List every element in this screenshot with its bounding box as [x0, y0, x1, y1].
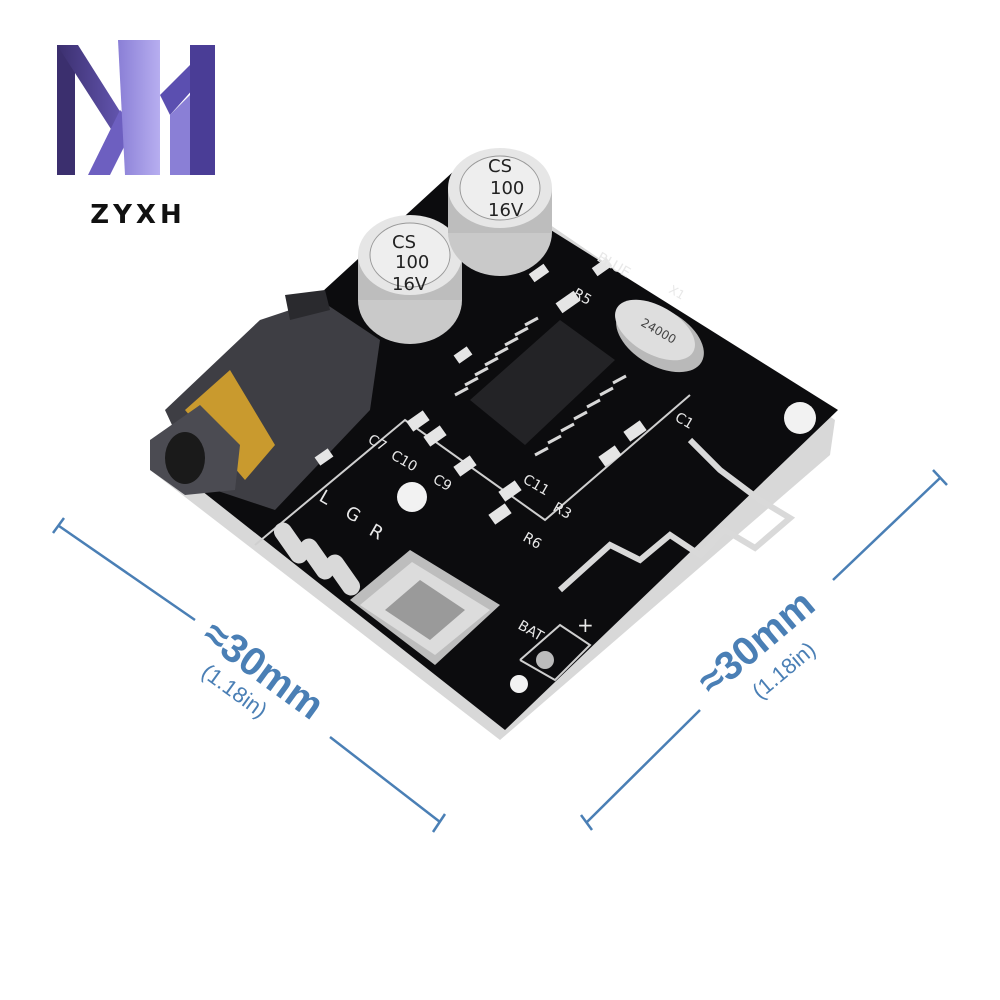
pin-pads: [273, 522, 361, 596]
capacitor: [448, 148, 552, 276]
audio-jack: [150, 290, 380, 510]
capacitor-text: CS: [488, 156, 512, 177]
dimension-line-right: [579, 469, 948, 831]
capacitor: [358, 215, 462, 344]
capacitor-text: 16V: [488, 200, 524, 221]
ic-chip: [454, 316, 627, 457]
dimension-line-left: [51, 517, 447, 833]
mount-hole: [397, 482, 427, 512]
crystal-oscillator: [615, 299, 704, 373]
label-x1: X1: [667, 282, 688, 302]
antenna-trace: [557, 437, 796, 593]
capacitor-text: 16V: [392, 274, 428, 295]
micro-usb-port: [350, 550, 500, 665]
capacitor-text: 100: [490, 178, 524, 199]
smd-component: [314, 257, 647, 525]
mount-hole: [784, 402, 816, 434]
capacitor-text: CS: [392, 232, 416, 253]
label-plus: +: [577, 613, 594, 637]
capacitor-text: 100: [395, 252, 429, 273]
brand-name: ZYXH: [90, 200, 186, 230]
